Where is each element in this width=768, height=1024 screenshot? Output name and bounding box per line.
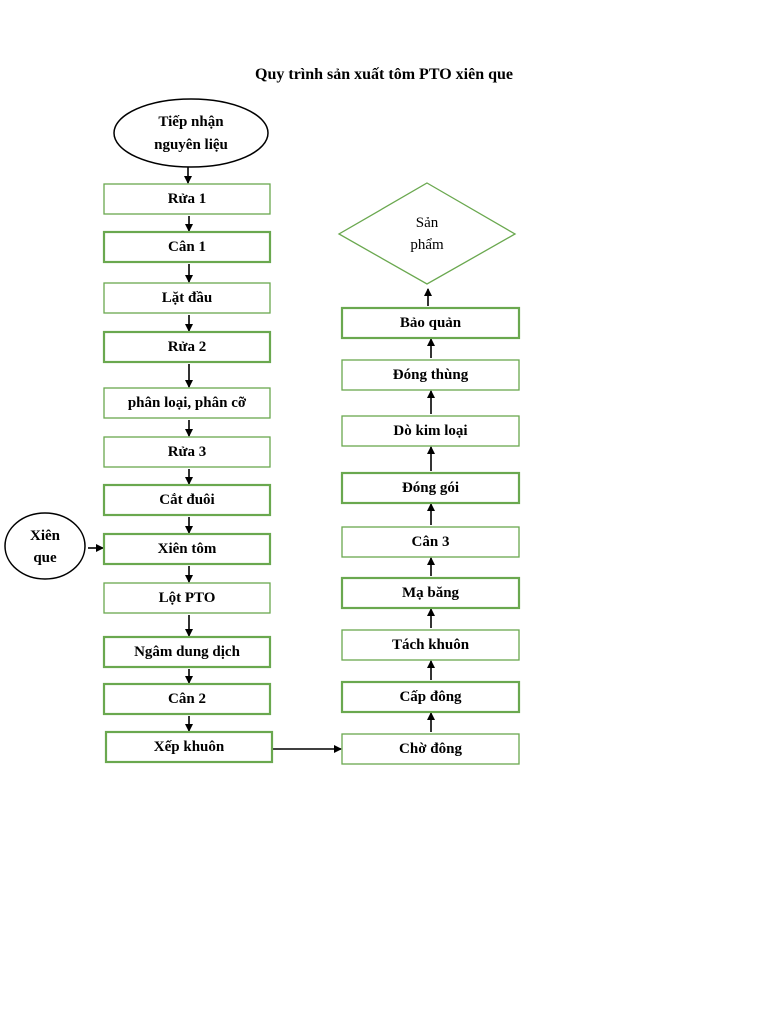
left-step-box-1 [103,183,271,215]
left-step-label-9: Lột PTO [159,590,216,606]
right-step-label-4: Mạ băng [402,585,460,601]
diagram-title: Quy trình sản xuất tôm PTO xiên que [255,66,513,83]
end-label-line1: Sản [416,215,439,231]
right-step-box-1 [341,733,520,765]
right-step-label-7: Dò kim loại [393,423,467,439]
side-input-line1: Xiên [30,528,61,544]
left-step-box-4 [102,330,272,364]
left-step-box-12 [104,730,274,764]
left-step-label-6: Rửa 3 [168,444,207,460]
left-step-box-10 [102,635,272,669]
left-step-label-5: phân loại, phân cỡ [128,395,247,411]
left-step-box-7 [102,483,272,517]
right-step-box-4 [340,576,521,610]
right-step-box-6 [340,471,521,505]
start-ellipse [113,98,269,168]
start-label-line2: nguyên liệu [154,137,228,153]
right-step-label-5: Cân 3 [412,534,450,550]
left-step-label-12: Xếp khuôn [154,739,225,755]
left-step-box-3 [103,282,271,314]
left-step-box-11 [102,682,272,716]
left-step-box-8 [102,532,272,566]
right-step-box-5 [341,526,520,558]
end-label-line2: phẩm [410,237,444,253]
right-step-label-9: Bảo quản [400,315,462,331]
left-step-label-1: Rửa 1 [168,191,207,207]
left-step-label-4: Rửa 2 [168,339,207,355]
left-step-label-3: Lặt đầu [162,290,212,306]
side-input-line2: que [33,550,57,566]
right-step-label-8: Đóng thùng [393,367,469,383]
left-step-label-11: Cân 2 [168,691,206,707]
left-step-box-9 [103,582,271,614]
left-step-label-2: Cân 1 [168,239,206,255]
right-step-box-3 [341,629,520,661]
left-step-label-8: Xiên tôm [158,541,217,557]
right-step-label-2: Cấp đông [399,689,462,705]
left-step-box-2 [102,230,272,264]
side-input-circle [4,512,86,580]
left-step-label-7: Cắt đuôi [159,492,214,508]
start-label-line1: Tiếp nhận [158,114,224,130]
end-diamond [337,182,517,285]
right-step-box-7 [341,415,520,447]
left-step-box-6 [103,436,271,468]
right-step-box-2 [340,680,521,714]
left-step-box-5 [103,387,271,419]
left-step-label-10: Ngâm dung dịch [134,644,241,660]
right-step-box-9 [340,306,521,340]
right-step-box-8 [341,359,520,391]
right-step-label-6: Đóng gói [402,480,459,496]
right-step-label-3: Tách khuôn [392,637,470,653]
right-step-label-1: Chờ đông [399,741,462,757]
